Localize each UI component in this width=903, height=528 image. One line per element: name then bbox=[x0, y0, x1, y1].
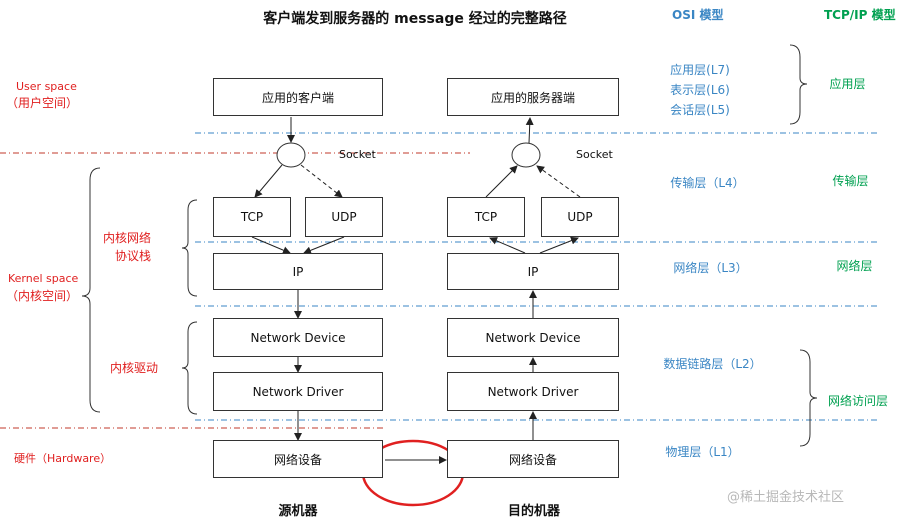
kernel-space-cn-label: （内核空间） bbox=[6, 289, 79, 303]
brace-tcpip-access bbox=[799, 349, 818, 447]
arrow-src-udp-ip bbox=[303, 236, 345, 255]
arrow-src-socket-udp bbox=[300, 164, 343, 198]
source-app-box: 应用的客户端 bbox=[213, 78, 383, 116]
source-udp-box: UDP bbox=[305, 197, 383, 237]
source-machine-caption: 源机器 bbox=[278, 504, 318, 519]
hardware-label: 硬件（Hardware） bbox=[14, 452, 112, 465]
kernel-space-label: Kernel space bbox=[8, 272, 79, 285]
tcpip-header: TCP/IP 模型 bbox=[824, 8, 896, 22]
target-machine-caption: 目的机器 bbox=[507, 504, 560, 519]
arrow-dst-ip-tcp bbox=[489, 237, 526, 254]
source-tcp-box: TCP bbox=[213, 197, 291, 237]
kernel-driver-label: 内核驱动 bbox=[110, 361, 159, 375]
target-hw-box: 网络设备 bbox=[447, 440, 619, 478]
target-socket-label: Socket bbox=[576, 148, 613, 161]
osi-l5: 会话层(L5) bbox=[670, 103, 730, 117]
osi-header: OSI 模型 bbox=[672, 8, 724, 22]
osi-l7: 应用层(L7) bbox=[670, 63, 730, 77]
kernel-stack-label: 内核网络 bbox=[103, 231, 152, 245]
arrow-src-tcp-ip bbox=[251, 236, 291, 254]
tcpip-access-layer: 网络访问层 bbox=[827, 394, 888, 408]
source-socket-circle bbox=[276, 142, 306, 168]
source-ip-box: IP bbox=[213, 253, 383, 290]
arrow-src-socket-tcp bbox=[254, 164, 283, 198]
arrow-dst-tcp-socket bbox=[485, 165, 518, 198]
target-socket-circle bbox=[511, 142, 541, 168]
brace-kernel-stack bbox=[181, 199, 198, 297]
user-space-cn-label: （用户空间） bbox=[6, 96, 79, 110]
osi-l1: 物理层（L1） bbox=[665, 445, 740, 459]
source-hw-box: 网络设备 bbox=[213, 440, 383, 478]
target-driver-box: Network Driver bbox=[447, 372, 619, 411]
source-socket-label: Socket bbox=[339, 148, 376, 161]
source-driver-box: Network Driver bbox=[213, 372, 383, 411]
brace-kernel-driver bbox=[181, 321, 198, 415]
osi-l6: 表示层(L6) bbox=[670, 83, 730, 97]
arrow-dst-ip-udp bbox=[539, 236, 579, 254]
osi-l2: 数据链路层（L2） bbox=[663, 357, 762, 371]
kernel-stack-label-2: 协议栈 bbox=[115, 249, 152, 263]
tcpip-network-layer: 网络层 bbox=[836, 259, 873, 273]
arrow-dst-socket-app bbox=[525, 117, 534, 144]
arrow-dst-udp-socket bbox=[536, 165, 581, 198]
osi-l4: 传输层（L4） bbox=[670, 176, 745, 190]
source-device-box: Network Device bbox=[213, 318, 383, 357]
brace-tcpip-app bbox=[789, 44, 808, 125]
brace-kernel-space bbox=[81, 167, 101, 413]
user-space-label: User space bbox=[16, 80, 77, 93]
target-udp-box: UDP bbox=[541, 197, 619, 237]
diagram-title: 客户端发到服务器的 message 经过的完整路径 bbox=[263, 11, 567, 27]
target-app-box: 应用的服务器端 bbox=[447, 78, 619, 116]
target-device-box: Network Device bbox=[447, 318, 619, 357]
target-tcp-box: TCP bbox=[447, 197, 525, 237]
osi-l3: 网络层（L3） bbox=[673, 261, 748, 275]
target-ip-box: IP bbox=[447, 253, 619, 290]
watermark: @稀土掘金技术社区 bbox=[727, 490, 845, 505]
tcpip-transport-layer: 传输层 bbox=[832, 174, 869, 188]
tcpip-app-layer: 应用层 bbox=[829, 77, 866, 91]
